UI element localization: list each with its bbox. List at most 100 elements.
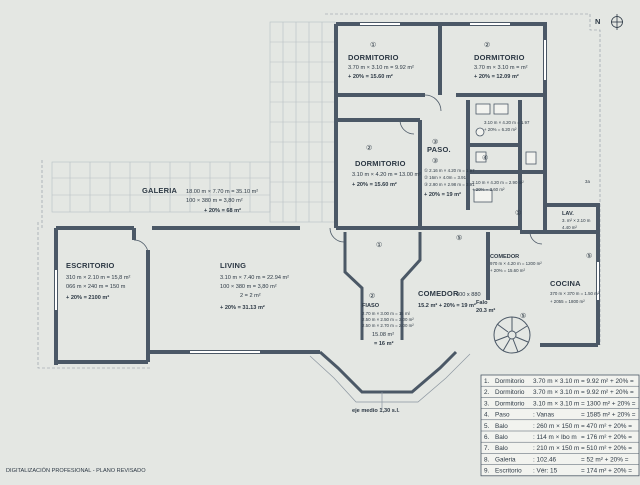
- svg-text:3.10 m × 4.20 m = 1.97: 3.10 m × 4.20 m = 1.97: [484, 120, 530, 125]
- north-arrow-icon: [611, 14, 623, 30]
- svg-text:+ 20% = 68 m²: + 20% = 68 m²: [204, 207, 241, 214]
- site-boundary: [37, 13, 601, 369]
- room-galeria: GALERIA 18.00 m × 7.70 m = 35.10 m² 100 …: [142, 186, 258, 214]
- bay-window: [319, 232, 458, 394]
- svg-text:3. m² × 2.10 m: 3. m² × 2.10 m: [562, 218, 591, 223]
- table-row-calc: : Vér: 15: [533, 468, 558, 475]
- svg-text:ESCRITORIO: ESCRITORIO: [66, 261, 115, 270]
- svg-text:COCINA: COCINA: [550, 279, 581, 288]
- svg-text:①: ①: [370, 41, 376, 49]
- svg-text:+ 2055 = 1800 m²: + 2055 = 1800 m²: [550, 299, 585, 304]
- table-row-value: = 9.92 m² + 20% =: [581, 378, 634, 385]
- svg-text:100 × 380 m = 3,80 m²: 100 × 380 m = 3,80 m²: [186, 198, 243, 204]
- table-row-name: Balo: [495, 445, 508, 452]
- axis-note: eje medio 1,30 s.l.: [352, 408, 400, 414]
- table-row-number: 5.: [484, 423, 490, 430]
- room-fiaso: ② FIASO 2.70 m × 3.00 m = 15 ml 2.50 m ×…: [362, 292, 414, 347]
- table-row-number: 9.: [484, 468, 490, 475]
- svg-text:+ 20% = 3.60 m²: + 20% = 3.60 m²: [472, 187, 505, 192]
- bathroom-fixtures: [473, 103, 537, 203]
- room-falo: Falo 20.3 m²: [476, 300, 495, 314]
- room-comedor2: COMEDOR 970 m × 4.20 m = 1200 m² + 20% =…: [490, 254, 542, 273]
- table-row-value: = 176 m² + 20% =: [581, 434, 632, 441]
- table-row-name: Paso: [495, 412, 510, 419]
- table-frame: [480, 374, 640, 477]
- svg-text:2.10 m × 4.20 m = 2.90 m²: 2.10 m × 4.20 m = 2.90 m²: [472, 180, 524, 185]
- svg-text:2.50 m × 2.50 m = 3.00 m²: 2.50 m × 2.50 m = 3.00 m²: [362, 317, 414, 322]
- table-row-calc: : Vanas: [533, 412, 554, 419]
- svg-text:3.70 m × 3.10 m = m²: 3.70 m × 3.10 m = m²: [474, 65, 528, 71]
- svg-text:310 m × 2.10 m = 15,8 m²: 310 m × 2.10 m = 15,8 m²: [66, 275, 130, 281]
- svg-text:2 = 2 m²: 2 = 2 m²: [240, 293, 261, 299]
- table-row-name: Escritorio: [495, 468, 522, 475]
- svg-text:⑤: ⑤: [586, 252, 592, 260]
- svg-text:LIVING: LIVING: [220, 261, 246, 270]
- svg-text:066 m × 240 m = 150 m: 066 m × 240 m = 150 m: [66, 284, 126, 290]
- table-row-calc: 3.10 m × 3.10 m: [533, 400, 579, 407]
- circle-markers: ① ④ ③ ⑤ ⑤ ⑤ ① 3a: [376, 138, 592, 320]
- table-row-name: Dormitorio: [495, 400, 525, 407]
- room-dorm1: ① DORMITORIO 3.70 m × 3.10 m = 9.92 m² +…: [348, 41, 414, 80]
- table-row-name: Galeria: [495, 456, 516, 463]
- svg-text:4.40 m²: 4.40 m²: [562, 225, 577, 230]
- table-row-value: = 510 m² + 20% =: [581, 445, 632, 452]
- svg-text:3.10 m × 4.20 m = 13.00 m²: 3.10 m × 4.20 m = 13.00 m²: [352, 172, 421, 178]
- room-living: LIVING 3.10 m × 7.40 m = 22.94 m² 100 × …: [220, 261, 289, 311]
- room-cocina: COCINA 370 m × 370 m = 1.50 m² + 2055 = …: [550, 279, 600, 304]
- table-row-value: = 470 m² + 20% =: [581, 423, 632, 430]
- svg-text:⑤: ⑤: [520, 312, 526, 320]
- table-row-number: 6.: [484, 434, 490, 441]
- table-row-calc: 3.70 m × 3.10 m: [533, 378, 579, 385]
- table-row-name: Balo: [495, 434, 508, 441]
- room-lav: LAV. 3. m² × 2.10 m 4.40 m²: [562, 211, 591, 230]
- svg-text:3a: 3a: [585, 179, 590, 184]
- table-row-number: 3.: [484, 400, 490, 407]
- svg-text:DORMITORIO: DORMITORIO: [348, 53, 399, 62]
- svg-text:3.70 m × 3.10 m = 9.92 m²: 3.70 m × 3.10 m = 9.92 m²: [348, 65, 414, 71]
- credit-label: DIGITALIZACIÓN PROFESIONAL - PLANO REVIS…: [6, 467, 146, 474]
- room-bath1: 3.10 m × 4.20 m = 1.97 + 20% = 6.20 m²: [484, 120, 530, 132]
- svg-text:= 16 m²: = 16 m²: [374, 340, 394, 347]
- svg-text:370 m × 370 m = 1.50 m²: 370 m × 370 m = 1.50 m²: [550, 291, 600, 296]
- svg-text:③ 2.90 m × 2.98 m = 3.91: ③ 2.90 m × 2.98 m = 3.91: [424, 182, 475, 187]
- table-row-calc: : 260 m × 150 m: [533, 423, 579, 430]
- svg-text:15.08 m²: 15.08 m²: [372, 332, 394, 338]
- room-dorm3: ② DORMITORIO 3.10 m × 4.20 m = 13.00 m² …: [352, 144, 421, 188]
- table-row-value: = 1585 m² + 20% =: [581, 412, 636, 419]
- table-row-calc: : 102.46: [533, 456, 557, 463]
- table-row-value: = 1300 m² + 20% =: [581, 400, 636, 407]
- svg-text:+ 20% = 19 m²: + 20% = 19 m²: [424, 191, 461, 198]
- svg-text:DORMITORIO: DORMITORIO: [355, 159, 406, 168]
- svg-text:+ 20% = 2100 m²: + 20% = 2100 m²: [66, 294, 109, 301]
- room-bath2: 2.10 m × 4.20 m = 2.90 m² + 20% = 3.60 m…: [472, 180, 524, 192]
- svg-text:PASO.: PASO.: [427, 145, 451, 154]
- table-row-number: 4.: [484, 412, 490, 419]
- north-label: N: [595, 17, 601, 26]
- svg-text:Falo: Falo: [476, 300, 488, 306]
- table-row-name: Dormitorio: [495, 389, 525, 396]
- svg-text:③: ③: [432, 157, 438, 165]
- svg-text:DORMITORIO: DORMITORIO: [474, 53, 525, 62]
- table-row-name: Balo: [495, 423, 508, 430]
- door-swings: [133, 94, 543, 255]
- svg-text:②: ②: [366, 144, 372, 152]
- table-row-value: = 174 m² + 20% =: [581, 468, 632, 475]
- room-dorm2: ② DORMITORIO 3.70 m × 3.10 m = m² + 20% …: [474, 41, 528, 80]
- svg-text:100 × 380 m = 3,80 m²: 100 × 380 m = 3,80 m²: [220, 284, 277, 290]
- svg-text:15.2 m² + 20% = 19 m²: 15.2 m² + 20% = 19 m²: [418, 302, 476, 309]
- table-row-calc: : 210 m × 150 m: [533, 445, 579, 452]
- svg-text:COMEDOR: COMEDOR: [490, 254, 519, 260]
- svg-text:①: ①: [515, 209, 521, 217]
- svg-text:3.10 m × 7.40 m = 22.94 m²: 3.10 m × 7.40 m = 22.94 m²: [220, 275, 289, 281]
- table-row-value: = 52 m² + 20% =: [581, 456, 629, 463]
- svg-text:③: ③: [432, 138, 438, 146]
- svg-text:① 2.16 m × 4.20 m = 1.97: ① 2.16 m × 4.20 m = 1.97: [424, 168, 475, 173]
- svg-text:④: ④: [482, 154, 488, 162]
- svg-text:LAV.: LAV.: [562, 211, 574, 217]
- svg-text:+ 20% = 15.60 m²: + 20% = 15.60 m²: [348, 73, 393, 80]
- svg-text:+ 20% = 6.20 m²: + 20% = 6.20 m²: [484, 127, 517, 132]
- svg-text:400 x 880: 400 x 880: [456, 292, 481, 298]
- svg-text:②: ②: [369, 292, 375, 300]
